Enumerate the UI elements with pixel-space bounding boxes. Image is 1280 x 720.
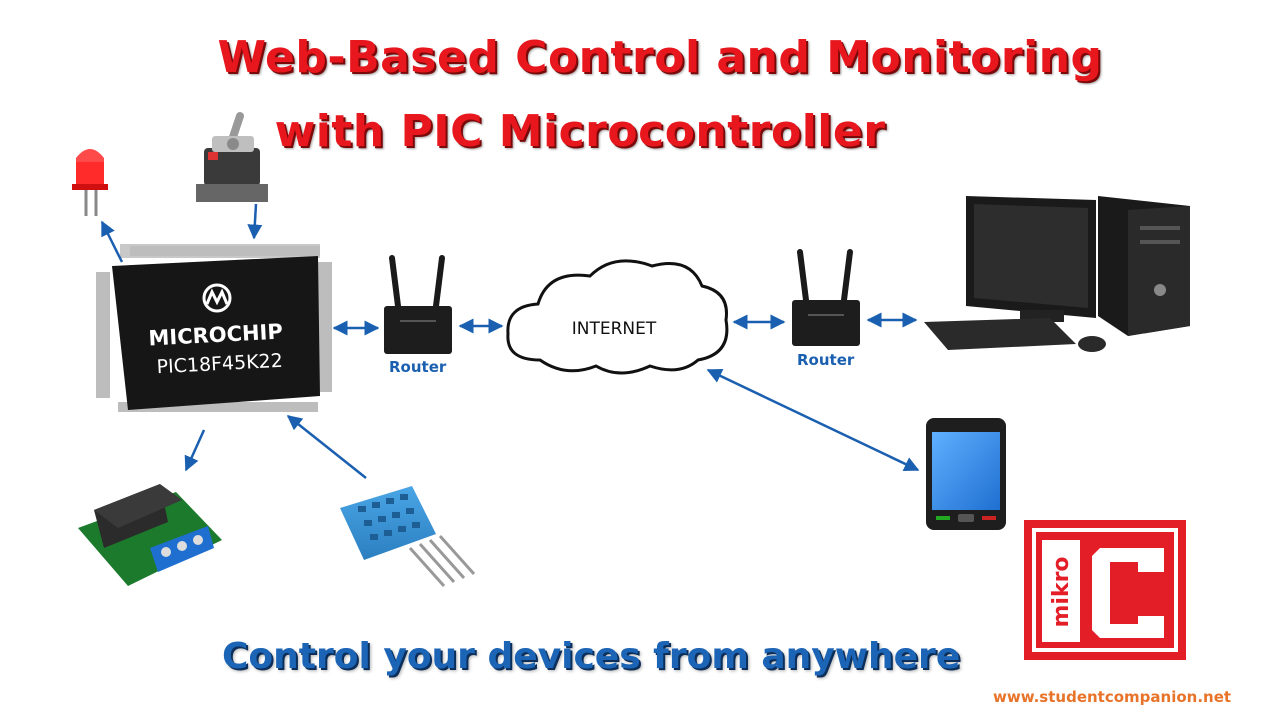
router-left-label: Router	[389, 358, 447, 376]
title-line-2: with PIC Microcontroller	[274, 106, 886, 157]
logo-text: mikro	[1049, 556, 1074, 627]
smartphone-icon	[926, 418, 1006, 530]
cloud-label: INTERNET	[572, 319, 657, 339]
dht-sensor-icon	[340, 486, 476, 588]
arrow-chip-to-led	[100, 220, 124, 263]
pic-microcontroller-chip	[96, 244, 332, 412]
router-right-icon	[792, 249, 860, 346]
website-url: www.studentcompanion.net	[993, 688, 1232, 706]
toggle-switch-icon	[196, 112, 268, 202]
led-icon	[72, 149, 108, 216]
router-right-label: Router	[797, 351, 855, 369]
title-line-1: Web-Based Control and Monitoring	[217, 32, 1103, 83]
mikroc-logo	[1024, 520, 1186, 660]
arrow-switch-to-chip	[247, 203, 263, 240]
chip-pins	[96, 246, 332, 412]
desktop-computer-icon	[924, 196, 1190, 352]
tagline: Control your devices from anywhere	[222, 636, 961, 677]
arrow-cloud-phone	[706, 368, 920, 472]
internet-cloud-icon	[506, 259, 729, 375]
arrow-sensor-to-chip	[286, 415, 367, 479]
arrow-chip-to-relay	[184, 429, 206, 472]
relay-module-icon	[78, 484, 222, 586]
router-left-icon	[384, 255, 452, 354]
connection-arrows	[100, 203, 920, 479]
